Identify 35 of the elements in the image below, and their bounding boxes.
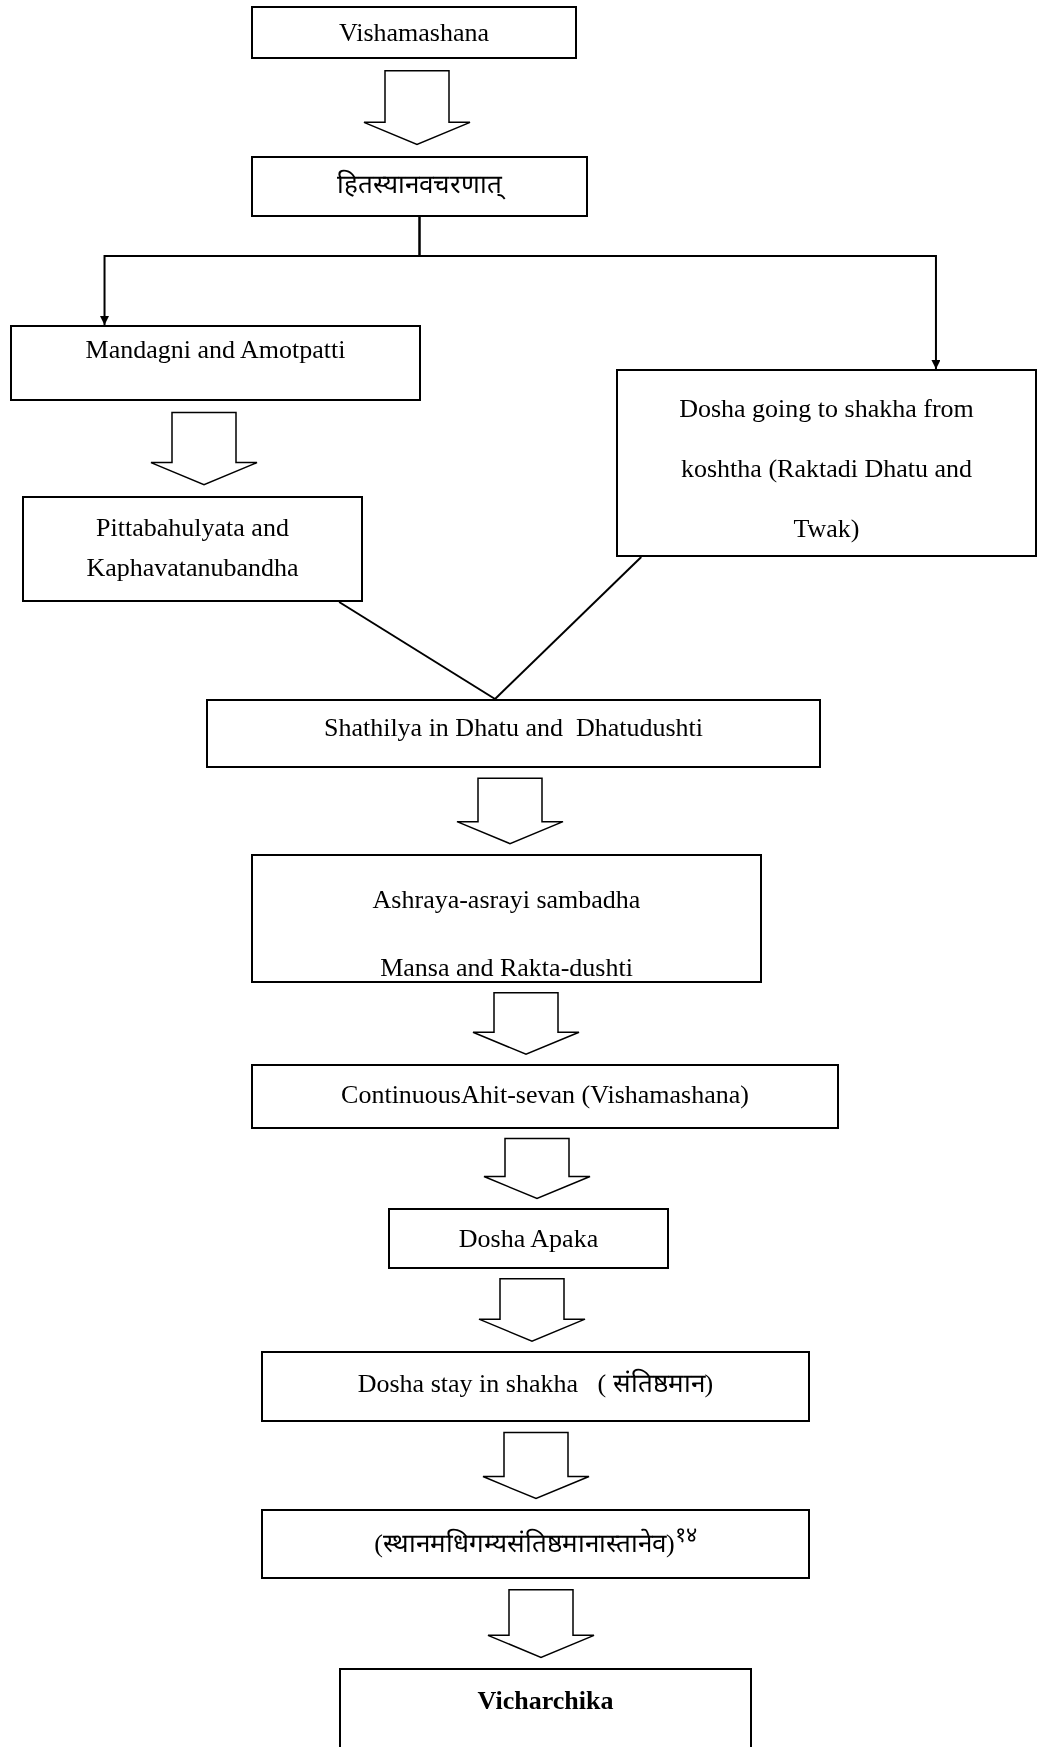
box-text: Mandagni and Amotpatti [84, 334, 347, 366]
process-box [10, 325, 421, 401]
process-box [251, 1064, 839, 1129]
hollow-arrow [478, 1278, 586, 1342]
hollow-arrow [483, 1137, 591, 1200]
box-text: हितस्यानवचरणात् [253, 168, 586, 202]
process-box [261, 1351, 810, 1422]
process-box [251, 156, 588, 217]
hollow-arrow [150, 411, 258, 486]
process-box [251, 854, 762, 983]
hollow-arrow [472, 991, 580, 1056]
process-box [206, 699, 821, 768]
hollow-arrow [363, 69, 471, 146]
process-box [261, 1509, 810, 1579]
box-text: Dosha stay in shakha ( संतिष्ठमान) [356, 1367, 715, 1400]
arrow [418, 216, 941, 370]
box-text: Vicharchika [476, 1685, 615, 1717]
box-text: Dosha going to shakha from koshtha (Raktadi Dhatu and Twak) [678, 393, 975, 545]
process-box [22, 496, 363, 602]
hollow-arrow [482, 1431, 590, 1500]
process-box [388, 1208, 669, 1269]
hollow-arrow [487, 1588, 595, 1659]
hollow-arrow [456, 777, 564, 845]
connector-line [338, 601, 497, 700]
box-text: Ashraya-asrayi sambadha Mansa and Rakta-dushti [371, 884, 642, 984]
result-box [339, 1668, 752, 1747]
box-text: Shathilya in Dhatu and Dhatudushti [322, 712, 705, 744]
process-box [251, 6, 577, 59]
box-text: Dosha Apaka [457, 1223, 600, 1255]
box-text: ContinuousAhit-sevan (Vishamashana) [340, 1079, 750, 1111]
box-text: Vishamashana [337, 17, 491, 49]
box-text: (स्थानमधिगम्यसंतिष्ठमानास्तानेव)$^{१४}$ [373, 1522, 698, 1560]
connector-line [494, 556, 643, 700]
process-box [616, 369, 1037, 557]
box-text: Pittabahulyata and Kaphavatanubandha [85, 512, 300, 585]
